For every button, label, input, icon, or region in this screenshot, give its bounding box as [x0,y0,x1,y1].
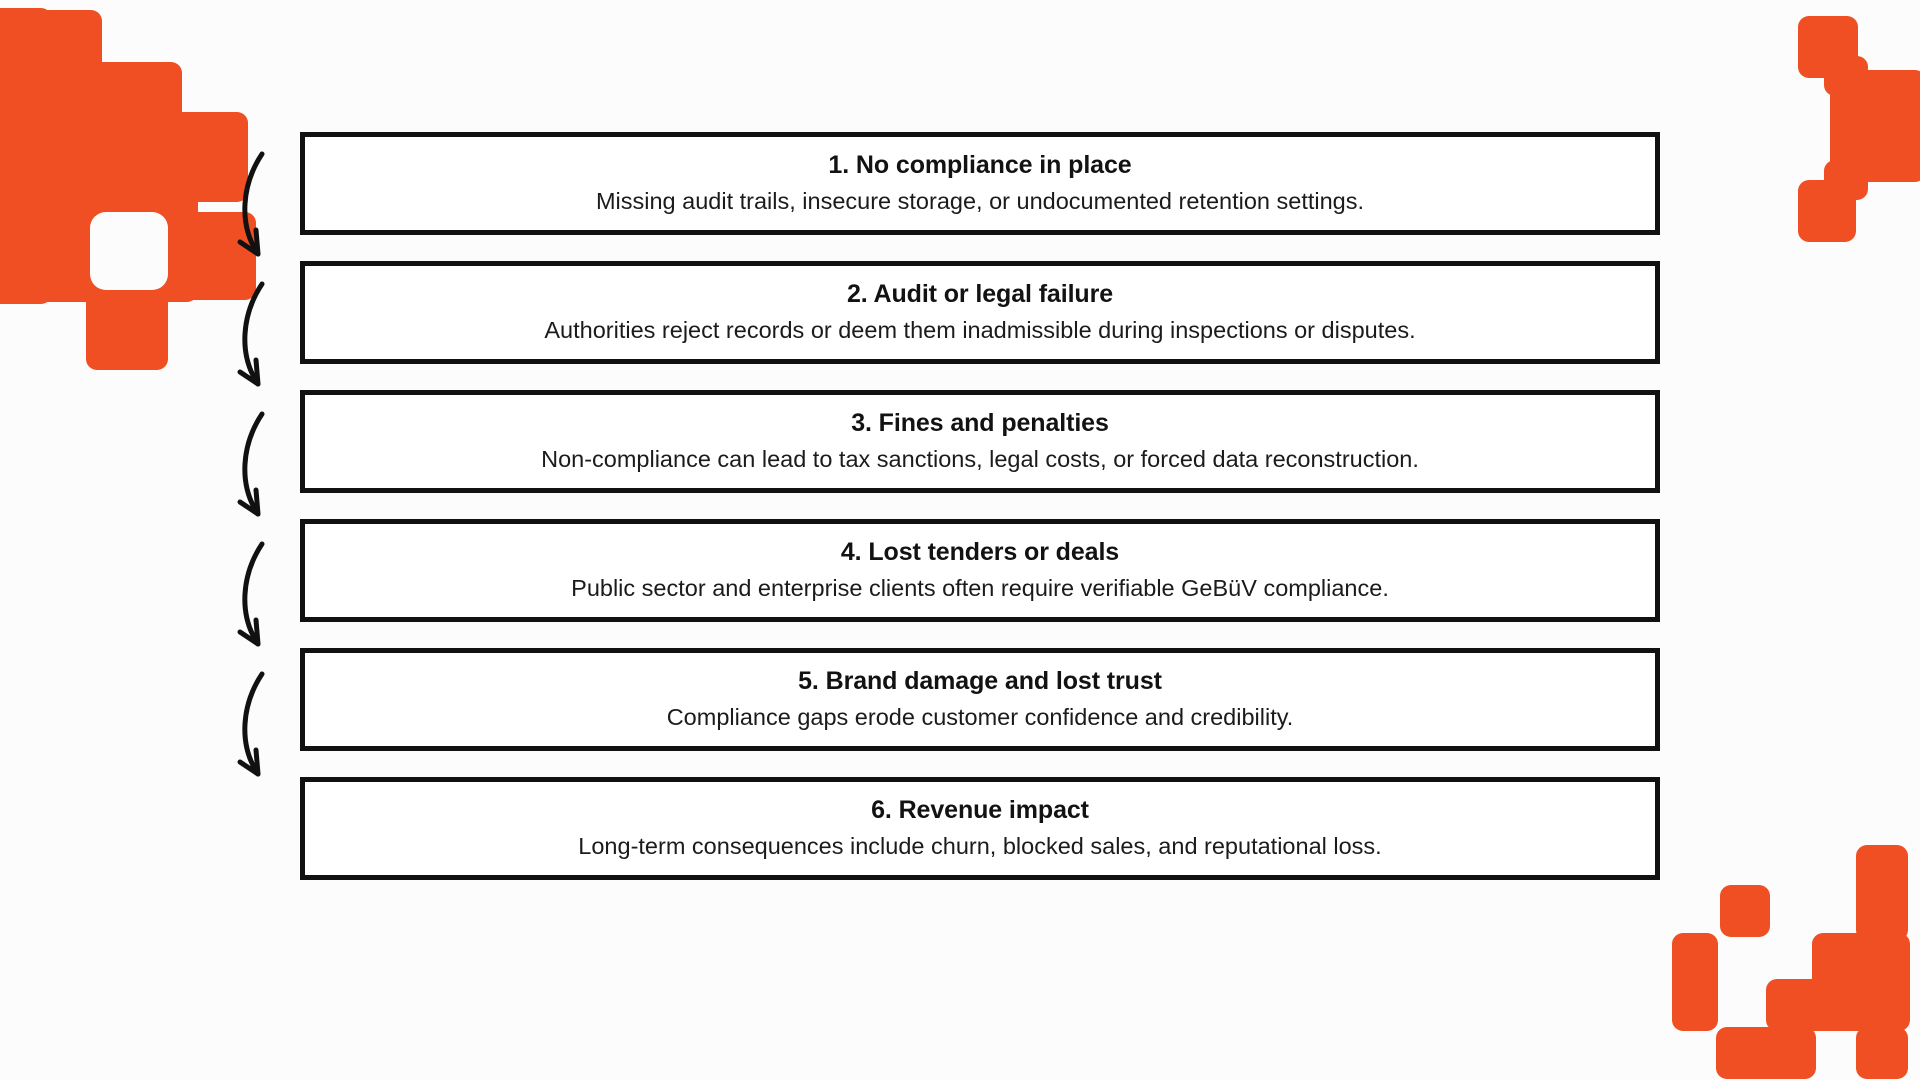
flow-connectors [232,150,302,840]
orange-bracket-block-icon [1768,8,1920,273]
curved-down-arrow-icon [237,671,265,777]
flow-step-title: 4. Lost tenders or deals [840,537,1120,566]
flow-step-title: 5. Brand damage and lost trust [798,666,1162,695]
flow-step-5[interactable]: 5. Brand damage and lost trust Complianc… [300,648,1660,751]
flow-step-description: Non-compliance can lead to tax sanctions… [541,446,1419,473]
flow-step-description: Long-term consequences include churn, bl… [578,833,1382,860]
curved-down-arrow-icon [237,541,265,647]
flow-step-6[interactable]: 6. Revenue impact Long-term consequences… [300,777,1660,880]
orange-block-pattern-icon [0,0,256,370]
risk-flow-list: 1. No compliance in place Missing audit … [300,132,1660,880]
orange-block-cluster-icon [1650,845,1920,1080]
flow-step-2[interactable]: 2. Audit or legal failure Authorities re… [300,261,1660,364]
flow-step-1[interactable]: 1. No compliance in place Missing audit … [300,132,1660,235]
flow-step-description: Authorities reject records or deem them … [544,317,1416,344]
flow-step-description: Missing audit trails, insecure storage, … [595,188,1365,215]
curved-down-arrow-icon [237,151,265,257]
flow-step-description: Public sector and enterprise clients oft… [571,575,1389,602]
flow-step-title: 2. Audit or legal failure [846,279,1114,308]
flow-step-description: Compliance gaps erode customer confidenc… [666,704,1294,731]
flow-step-4[interactable]: 4. Lost tenders or deals Public sector a… [300,519,1660,622]
curved-down-arrow-icon [237,411,265,517]
curved-down-arrow-icon [237,281,265,387]
flow-step-title: 1. No compliance in place [828,150,1132,179]
flow-step-title: 3. Fines and penalties [851,408,1109,437]
flow-step-3[interactable]: 3. Fines and penalties Non-compliance ca… [300,390,1660,493]
footer: originstamp What’s at Stake? The Real Ri… [0,930,1920,1080]
flow-step-title: 6. Revenue impact [871,795,1089,824]
